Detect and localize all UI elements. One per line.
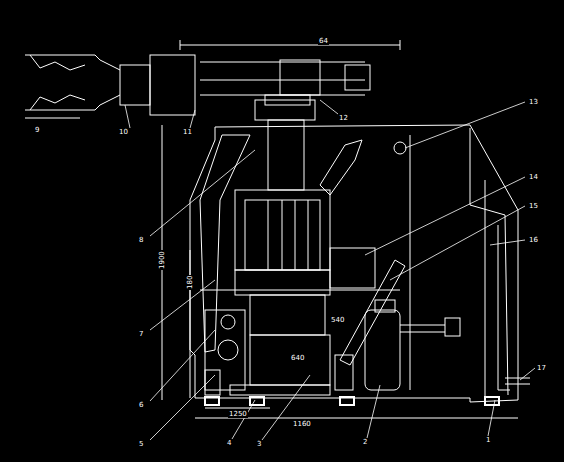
dimension: 180 (186, 275, 194, 290)
callout-number: 9 (34, 126, 40, 134)
callout-number: 4 (226, 439, 232, 447)
callout-number: 5 (138, 440, 144, 448)
callout-number: 11 (182, 128, 193, 136)
dimension: 1160 (292, 420, 312, 428)
dimension: 1250 (228, 410, 248, 418)
housing-outline (190, 125, 518, 402)
dimension: 1900 (158, 250, 166, 270)
dimension: 540 (330, 316, 345, 324)
callout-number: 3 (256, 440, 262, 448)
callout-number: 1 (485, 436, 491, 444)
callout-number: 6 (138, 401, 144, 409)
callout-number: 7 (138, 330, 144, 338)
callout-number: 14 (528, 173, 539, 181)
callout-number: 13 (528, 98, 539, 106)
callout-number: 15 (528, 202, 539, 210)
callout-number: 17 (536, 364, 547, 372)
callout-number: 12 (338, 114, 349, 122)
callout-number: 64 (318, 37, 329, 45)
callout-number: 8 (138, 236, 144, 244)
callout-number: 10 (118, 128, 129, 136)
callout-number: 2 (362, 438, 368, 446)
dimension: 640 (290, 354, 305, 362)
callout-number: 16 (528, 236, 539, 244)
